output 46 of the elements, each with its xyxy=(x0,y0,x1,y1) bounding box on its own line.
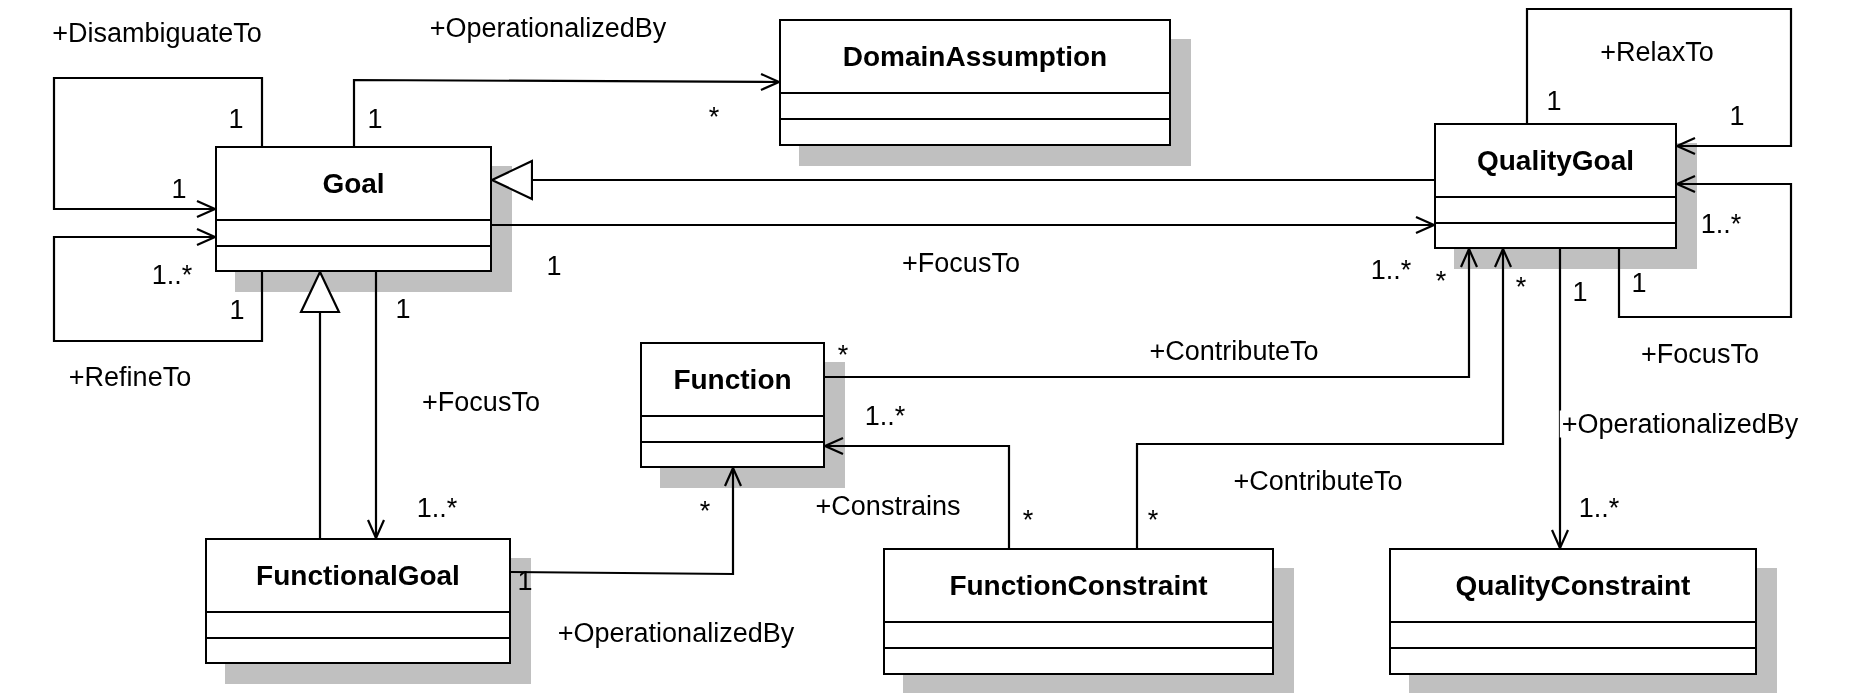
multiplicity-label: 1 xyxy=(228,105,244,133)
multiplicity-label: 1..* xyxy=(416,494,458,522)
association-arrow xyxy=(511,466,743,576)
multiplicity-label: 1..* xyxy=(864,402,906,430)
multiplicity-label: * xyxy=(1147,506,1159,534)
class-name: Goal xyxy=(322,167,385,200)
multiplicity-label: 1 xyxy=(229,296,245,324)
multiplicity-label: 1 xyxy=(367,105,383,133)
multiplicity-label: 1 xyxy=(171,175,187,203)
generalization-arrow xyxy=(299,270,341,538)
association-arrow xyxy=(1135,247,1513,548)
association-arrow xyxy=(52,76,264,219)
multiplicity-label: * xyxy=(1435,267,1447,295)
class-name: FunctionConstraint xyxy=(949,569,1208,602)
association-arrow xyxy=(352,72,781,146)
multiplicity-label: 1..* xyxy=(1700,210,1742,238)
multiplicity-label: * xyxy=(1022,506,1034,534)
association-arrow xyxy=(366,272,386,540)
multiplicity-label: 1 xyxy=(1631,269,1647,297)
class-name: QualityConstraint xyxy=(1455,569,1691,602)
association-arrow xyxy=(1617,174,1793,319)
multiplicity-label: 1 xyxy=(1546,87,1562,115)
multiplicity-label: * xyxy=(837,341,849,369)
class-name: FunctionalGoal xyxy=(256,559,460,592)
association-arrow xyxy=(825,247,1479,379)
multiplicity-label: * xyxy=(699,497,711,525)
generalization-arrow xyxy=(490,159,1434,201)
edge-label: +OperationalizedBy xyxy=(1559,410,1801,438)
multiplicity-label: 1 xyxy=(1729,102,1745,130)
multiplicity-label: * xyxy=(708,103,720,131)
edge-label: +DisambiguateTo xyxy=(50,19,264,47)
multiplicity-label: 1..* xyxy=(151,261,193,289)
association-arrow xyxy=(492,215,1436,235)
class-name: DomainAssumption xyxy=(842,40,1108,73)
association-arrow xyxy=(1525,7,1793,156)
class-name: Function xyxy=(673,363,792,396)
multiplicity-label: 1..* xyxy=(1578,494,1620,522)
association-arrow xyxy=(52,227,264,343)
multiplicity-label: 1..* xyxy=(1370,256,1412,284)
multiplicity-label: 1 xyxy=(395,295,411,323)
multiplicity-label: 1 xyxy=(546,252,562,280)
multiplicity-label: * xyxy=(1515,273,1527,301)
association-arrow xyxy=(1550,249,1570,550)
class-name: QualityGoal xyxy=(1476,144,1635,177)
association-arrow xyxy=(823,436,1011,548)
multiplicity-label: 1 xyxy=(1572,278,1588,306)
